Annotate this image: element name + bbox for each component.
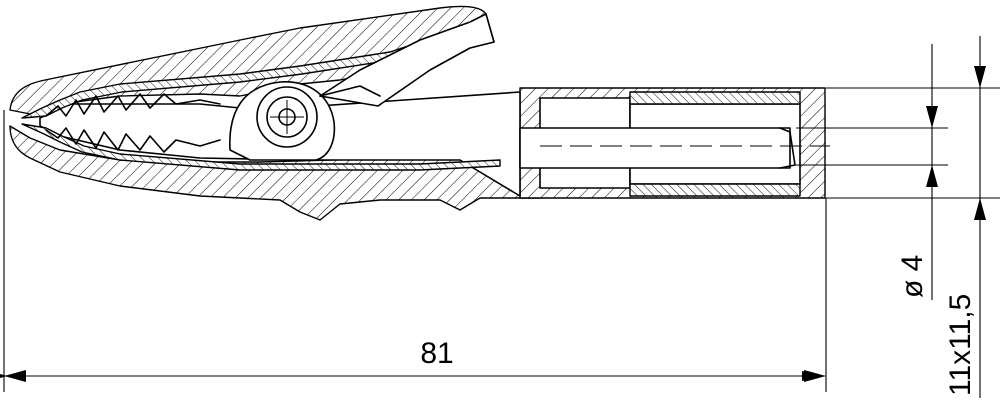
cross-section-label: 11x11,5: [944, 294, 977, 396]
cross-section-dimension: 11x11,5: [826, 36, 1000, 398]
socket-bore: [519, 91, 830, 197]
length-label: 81: [420, 337, 453, 370]
pivot-pin: [229, 81, 336, 161]
lever-arm: [319, 13, 495, 107]
bore-diameter-label: ø 4: [896, 255, 929, 298]
bore-dimension: ø 4: [796, 44, 948, 300]
length-dimension: 81: [0, 110, 827, 392]
